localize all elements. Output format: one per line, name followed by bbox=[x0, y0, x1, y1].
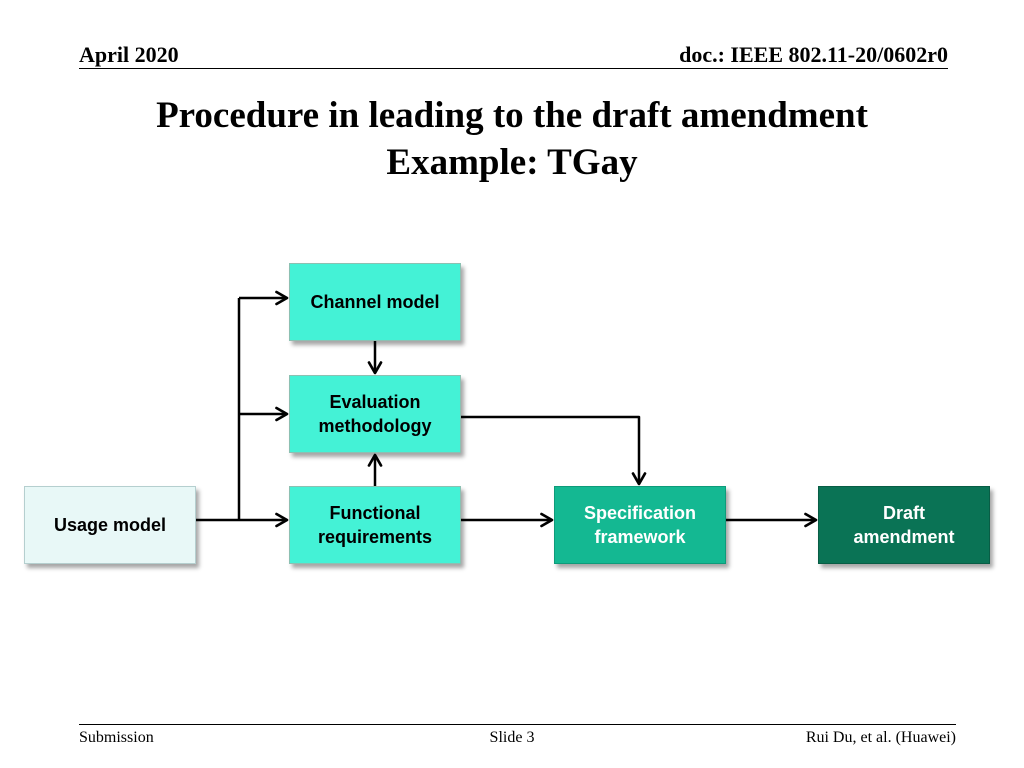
node-usage-model-label: Usage model bbox=[53, 515, 167, 535]
node-draft-amendment: Draft amendment bbox=[818, 486, 990, 564]
node-evaluation-methodology: Evaluation methodology bbox=[289, 375, 461, 453]
node-functional-line-1: Functional bbox=[329, 503, 421, 523]
node-specification-line-1: Specification bbox=[583, 503, 697, 523]
node-evaluation-line-1: Evaluation bbox=[329, 392, 421, 412]
footer-divider bbox=[79, 724, 956, 725]
node-channel-model-label: Channel model bbox=[310, 292, 440, 312]
header-divider bbox=[79, 68, 948, 69]
header-doc-id: doc.: IEEE 802.11-20/0602r0 bbox=[679, 42, 948, 67]
node-specification-line-2: framework bbox=[594, 527, 686, 547]
node-functional-requirements: Functional requirements bbox=[289, 486, 461, 564]
header-date: April 2020 bbox=[79, 42, 179, 67]
node-draft-line-2: amendment bbox=[853, 527, 955, 547]
node-draft-line-1: Draft bbox=[882, 503, 925, 523]
slide-title-line-1: Procedure in leading to the draft amendm… bbox=[156, 95, 868, 136]
node-evaluation-line-2: methodology bbox=[318, 416, 432, 436]
slide-title: Procedure in leading to the draft amendm… bbox=[0, 92, 1024, 186]
edge-evaluation-to-spec bbox=[461, 415, 647, 486]
footer-authors: Rui Du, et al. (Huawei) bbox=[805, 729, 956, 746]
node-specification-framework: Specification framework bbox=[554, 486, 726, 564]
footer-slide-number: Slide 3 bbox=[489, 729, 535, 746]
footer-submission: Submission bbox=[79, 729, 154, 746]
node-functional-line-2: requirements bbox=[317, 527, 433, 547]
node-channel-model: Channel model bbox=[289, 263, 461, 341]
slide-title-line-2: Example: TGay bbox=[386, 142, 638, 183]
node-usage-model: Usage model bbox=[24, 486, 196, 564]
